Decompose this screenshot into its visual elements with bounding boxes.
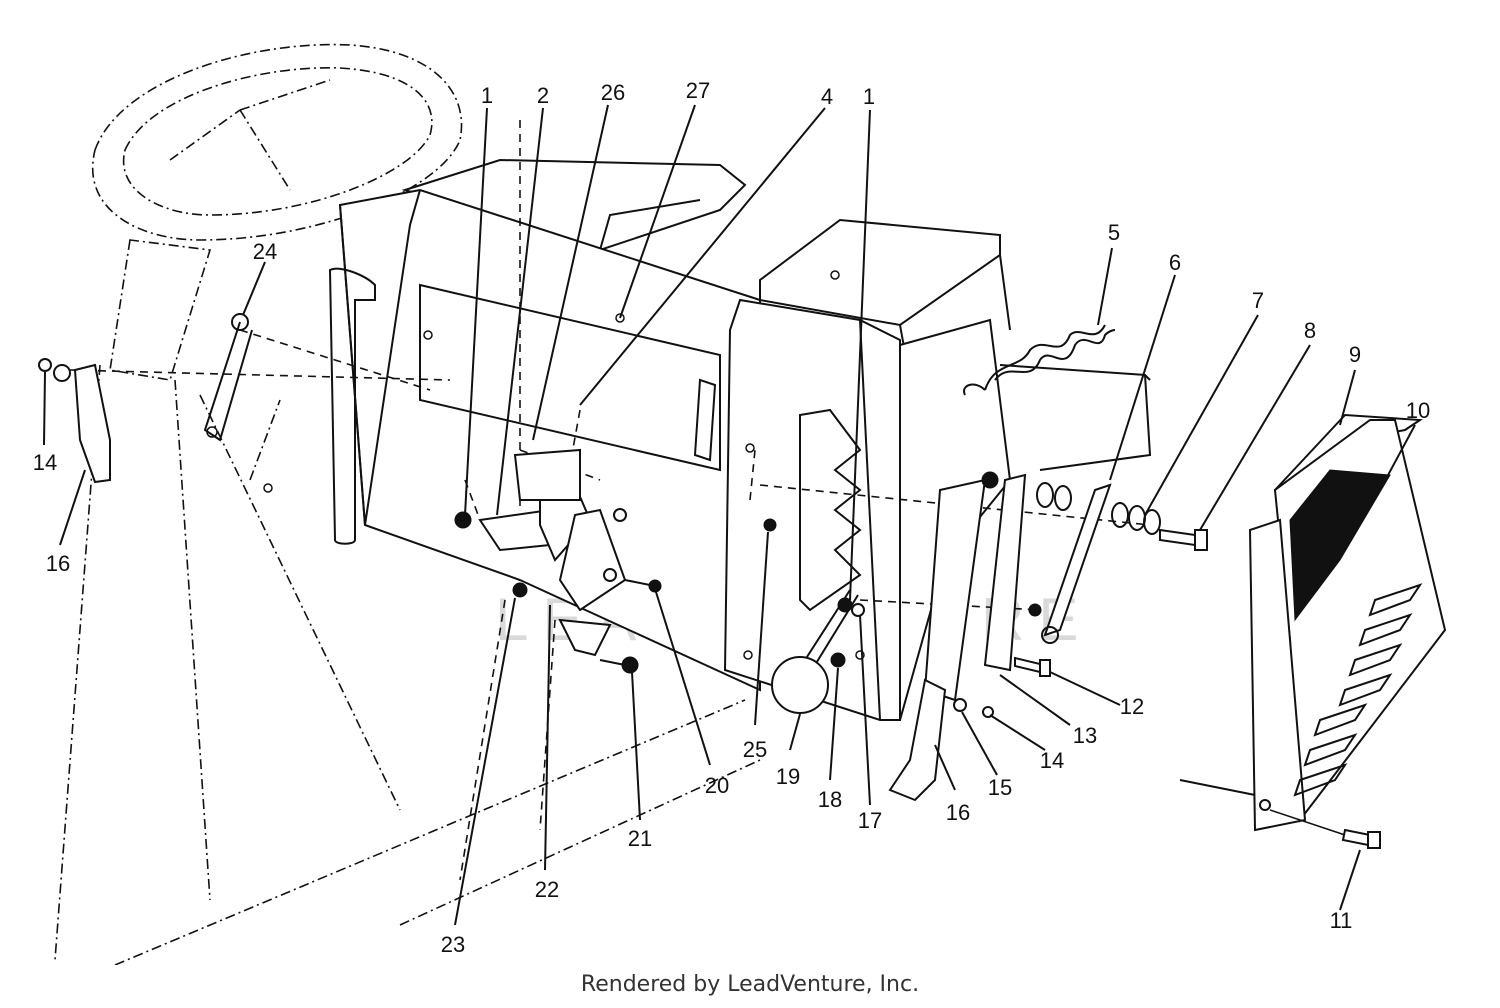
callout-11: 11 (1330, 908, 1353, 933)
right-linkage (888, 324, 1208, 802)
callout-16-left: 16 (46, 551, 70, 576)
callout-26: 26 (601, 80, 625, 105)
callout-labels: 1 2 26 27 4 1 24 5 6 7 8 9 10 14 16 12 1… (33, 78, 1430, 957)
side-panel (1179, 413, 1447, 849)
leader-lines (43, 104, 1416, 926)
center-bracket-assembly (454, 448, 662, 674)
vent-slots (1293, 583, 1423, 797)
callout-25: 25 (743, 737, 767, 762)
callout-14-right: 14 (1040, 748, 1064, 773)
callout-8: 8 (1304, 318, 1316, 343)
render-credit: Rendered by LeadVenture, Inc. (580, 972, 920, 997)
callout-27: 27 (686, 78, 710, 103)
callout-12: 12 (1120, 694, 1144, 719)
callout-7: 7 (1252, 288, 1264, 313)
callout-24: 24 (253, 239, 277, 264)
callout-16-right: 16 (946, 800, 970, 825)
callout-1-right: 1 (863, 84, 875, 109)
callout-23: 23 (441, 932, 465, 957)
callout-14-left: 14 (33, 450, 57, 475)
left-linkage (38, 313, 253, 484)
shift-lever (763, 518, 865, 714)
exploded-parts-diagram: LEADVENTURE (33, 43, 1447, 965)
callout-5: 5 (1108, 220, 1120, 245)
callout-6: 6 (1169, 250, 1181, 275)
callout-15: 15 (988, 775, 1012, 800)
steering-wheel-phantom (92, 43, 463, 241)
callout-1-left: 1 (481, 83, 493, 108)
callout-19: 19 (776, 764, 800, 789)
callout-21: 21 (628, 826, 652, 851)
callout-17: 17 (858, 808, 882, 833)
callout-10: 10 (1406, 398, 1430, 423)
callout-2: 2 (537, 83, 549, 108)
callout-22: 22 (535, 877, 559, 902)
callout-13: 13 (1073, 723, 1097, 748)
callout-9: 9 (1349, 342, 1361, 367)
callout-4: 4 (821, 84, 833, 109)
callout-20: 20 (705, 773, 729, 798)
callout-18: 18 (818, 787, 842, 812)
